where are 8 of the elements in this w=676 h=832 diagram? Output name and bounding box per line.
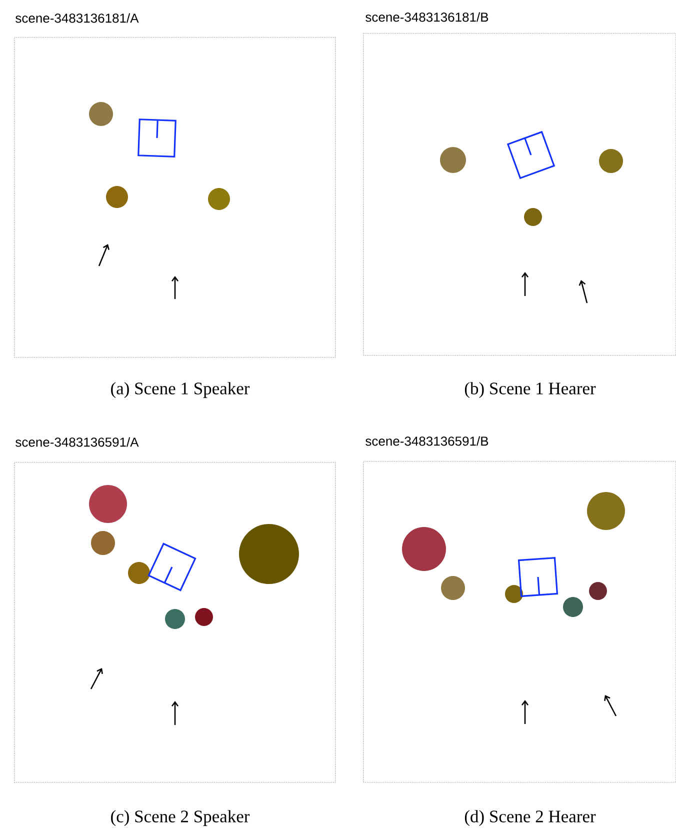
panel-heading: scene-3483136591/B [366, 436, 488, 446]
panel-heading: scene-3483136181/A [16, 13, 139, 23]
panel-heading: scene-3483136181/B [366, 12, 488, 22]
panel-heading: scene-3483136591/A [16, 437, 139, 447]
figure-caption: (d) Scene 2 Hearer [464, 810, 596, 826]
figure-caption: (a) Scene 1 Speaker [111, 382, 250, 398]
figure-caption: (b) Scene 1 Hearer [464, 382, 596, 398]
figure-caption: (c) Scene 2 Speaker [111, 810, 250, 826]
